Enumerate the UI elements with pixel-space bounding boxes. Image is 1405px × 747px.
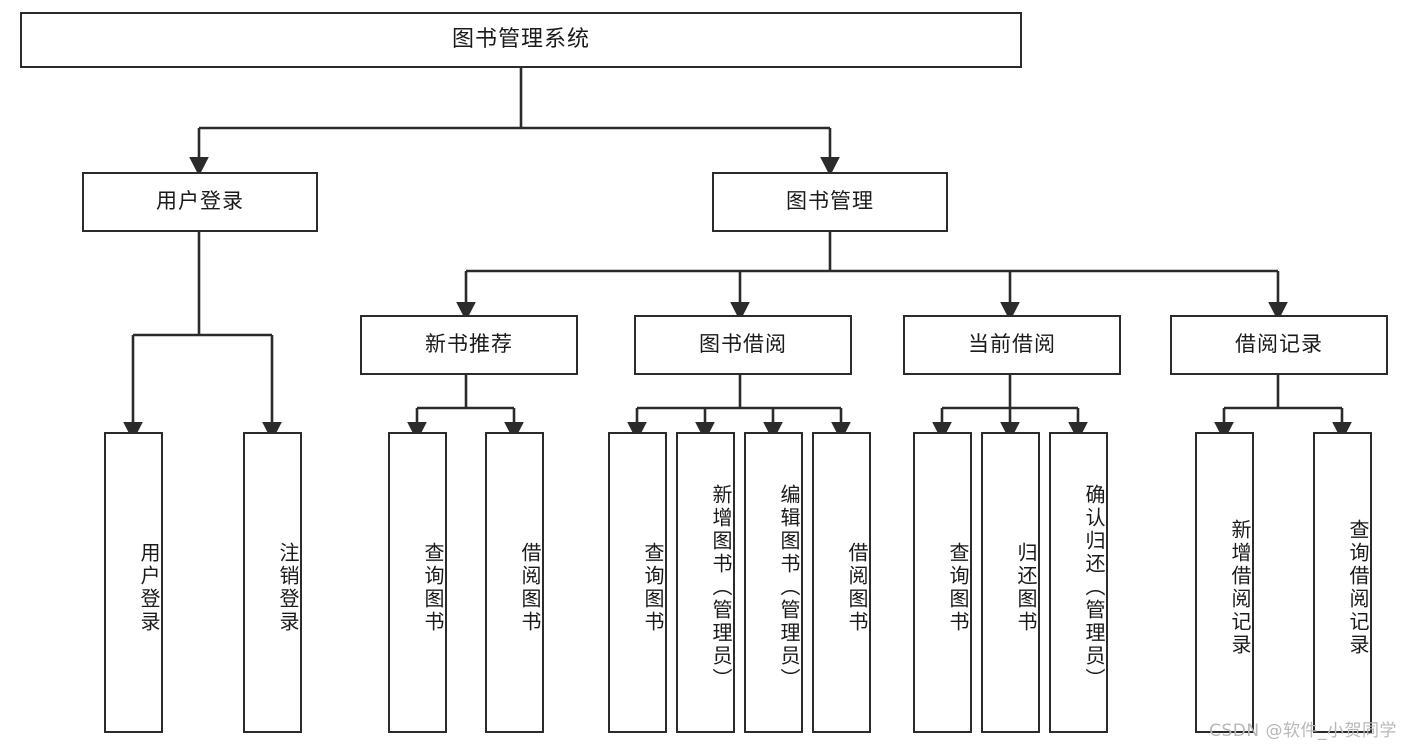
node-leaf-borrow-book-recommend[interactable]: 借阅图书: [485, 432, 544, 733]
node-leaf-logout[interactable]: 注销登录: [243, 432, 302, 733]
node-label: 新增图书（管理员）: [709, 484, 733, 691]
node-label: 借阅记录: [1235, 332, 1323, 357]
node-label: 归还图书: [1014, 541, 1038, 634]
node-label: 图书借阅: [699, 332, 787, 357]
node-current-borrow[interactable]: 当前借阅: [903, 315, 1121, 375]
node-label: 图书管理系统: [451, 26, 590, 52]
node-leaf-add-book-admin[interactable]: 新增图书（管理员）: [676, 432, 735, 733]
node-borrow-record[interactable]: 借阅记录: [1170, 315, 1388, 375]
node-book-borrow[interactable]: 图书借阅: [634, 315, 852, 375]
node-label: 新增借阅记录: [1228, 518, 1252, 657]
node-label: 新书推荐: [425, 332, 513, 357]
node-root-system[interactable]: 图书管理系统: [20, 12, 1022, 68]
watermark: CSDN @软件_小贺同学: [1209, 721, 1397, 741]
node-leaf-borrow-book[interactable]: 借阅图书: [812, 432, 871, 733]
node-leaf-query-book-borrow[interactable]: 查询图书: [608, 432, 667, 733]
node-label: 编辑图书（管理员）: [777, 484, 801, 691]
node-leaf-add-borrow-record[interactable]: 新增借阅记录: [1195, 432, 1254, 733]
node-label: 查询图书: [946, 541, 970, 634]
node-label: 注销登录: [276, 541, 300, 634]
node-leaf-user-login[interactable]: 用户登录: [104, 432, 163, 733]
node-label: 确认归还（管理员）: [1082, 484, 1106, 691]
node-leaf-edit-book-admin[interactable]: 编辑图书（管理员）: [744, 432, 803, 733]
node-label: 用户登录: [156, 189, 244, 214]
node-leaf-query-borrow-record[interactable]: 查询借阅记录: [1313, 432, 1372, 733]
node-label: 用户登录: [137, 541, 161, 634]
node-user-login[interactable]: 用户登录: [82, 172, 318, 232]
node-label: 查询图书: [421, 541, 445, 634]
node-leaf-query-book-current[interactable]: 查询图书: [913, 432, 972, 733]
node-label: 查询图书: [641, 541, 665, 634]
node-label: 查询借阅记录: [1346, 518, 1370, 657]
node-label: 借阅图书: [518, 541, 542, 634]
node-new-book-recommend[interactable]: 新书推荐: [360, 315, 578, 375]
node-book-management[interactable]: 图书管理: [712, 172, 948, 232]
node-leaf-query-book-recommend[interactable]: 查询图书: [388, 432, 447, 733]
node-label: 图书管理: [786, 189, 874, 214]
node-leaf-return-book[interactable]: 归还图书: [981, 432, 1040, 733]
node-leaf-confirm-return-admin[interactable]: 确认归还（管理员）: [1049, 432, 1108, 733]
node-label: 借阅图书: [845, 541, 869, 634]
node-label: 当前借阅: [968, 332, 1056, 357]
